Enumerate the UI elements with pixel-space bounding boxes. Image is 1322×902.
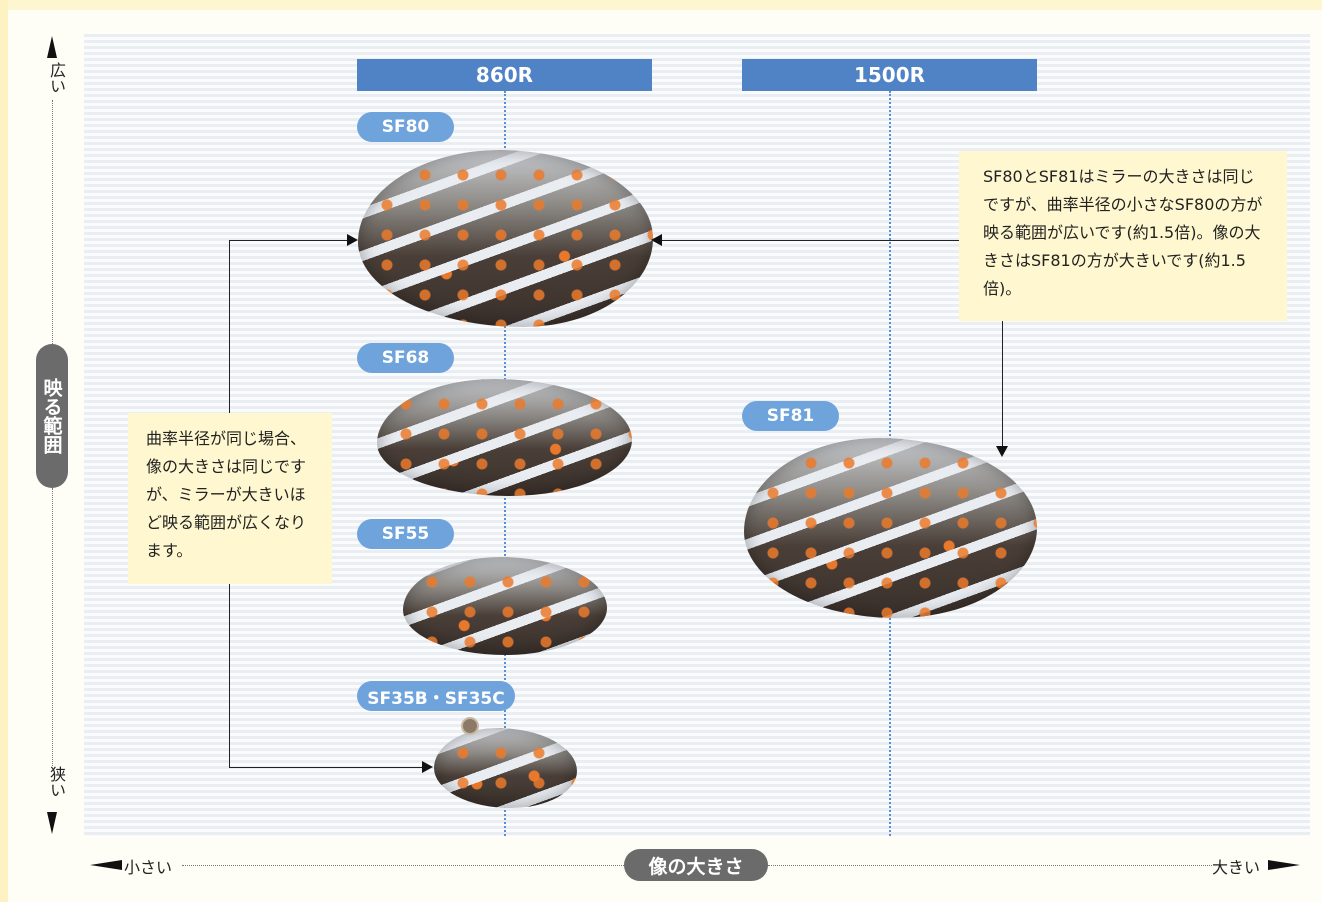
axis-right-label: 大きい: [1212, 858, 1261, 877]
axis-down-arrow-icon: [47, 812, 57, 834]
axis-bottom-label: 狭い: [47, 766, 66, 798]
mirror-image-sf81: [744, 438, 1037, 618]
connector-down-to-sf81: [1002, 321, 1003, 448]
column-header-1500r: 1500R: [742, 59, 1037, 91]
connector-left-bottom: [229, 767, 424, 768]
arrow-to-sf80-icon: [347, 234, 358, 246]
arrow-from-note-to-sf80-icon: [651, 234, 662, 246]
arrow-to-sf81-icon: [996, 446, 1008, 457]
mirror-label-sf80: SF80: [357, 112, 454, 142]
arrow-to-sf35-icon: [422, 761, 433, 773]
axis-horizontal-title: 像の大きさ: [624, 849, 768, 881]
mirror-label-sf35b-sf35c: SF35B・SF35C: [357, 681, 515, 711]
connector-left-lower: [229, 584, 230, 767]
connector-right: [662, 240, 959, 241]
column-header-860r: 860R: [357, 59, 652, 91]
mirror-label-sf68: SF68: [357, 343, 454, 373]
mirror-image-sf55: [403, 557, 607, 655]
connector-left-top: [229, 240, 349, 241]
axis-vertical-title: 映る範囲: [36, 344, 68, 488]
axis-horizontal-dotted-right: [768, 865, 1212, 866]
axis-right-arrow-icon: [1268, 860, 1300, 870]
mirror-label-sf55: SF55: [357, 519, 454, 549]
axis-vertical-dotted-upper: [52, 100, 53, 344]
mirror-image-sf35b-sf35c: [434, 728, 577, 808]
axis-up-arrow-icon: [47, 36, 57, 58]
axis-top-label: 広い: [47, 62, 66, 94]
axis-horizontal-dotted-left: [182, 865, 624, 866]
note-sf80-vs-sf81: SF80とSF81はミラーの大きさは同じですが、曲率半径の小さなSF80の方が映…: [959, 151, 1287, 321]
mirror-image-sf80: [358, 150, 653, 327]
top-band: [0, 0, 1322, 10]
axis-vertical-dotted-lower: [52, 488, 53, 766]
mirror-label-sf81: SF81: [742, 401, 839, 431]
connector-left-upper: [229, 240, 230, 413]
axis-left-arrow-icon: [90, 860, 122, 870]
axis-left-label: 小さい: [124, 858, 173, 877]
mirror-mount-knob: [461, 717, 479, 735]
mirror-image-sf68: [377, 379, 632, 496]
left-edge-band: [0, 0, 8, 902]
note-same-radius: 曲率半径が同じ場合、像の大きさは同じですが、ミラーが大きいほど映る範囲が広くなり…: [128, 413, 332, 584]
